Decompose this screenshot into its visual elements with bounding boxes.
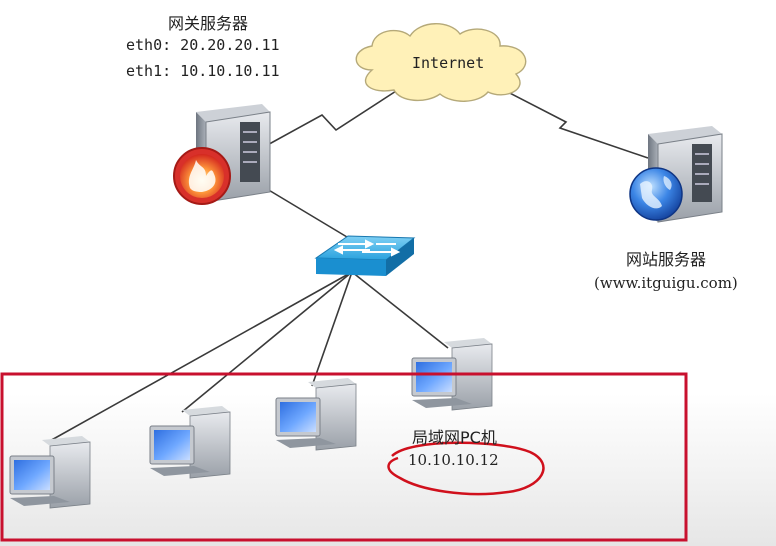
lan-pc-ip: 10.10.10.12 [408, 451, 499, 469]
cloud-label: Internet [412, 54, 485, 72]
ip-highlight-circle [387, 441, 545, 496]
web-server [629, 126, 723, 223]
lan-highlight-box [0, 372, 688, 542]
wan-link-webserver [499, 87, 649, 159]
web-server-title: 网站服务器 [626, 250, 707, 269]
desktop-pc-icon [411, 338, 493, 411]
gateway-eth1: eth1: 10.10.10.11 [126, 62, 280, 80]
desktop-pc-icon [9, 436, 91, 509]
wan-link-gateway [261, 81, 411, 149]
gateway-title: 网关服务器 [168, 14, 249, 33]
firewall-icon [173, 147, 231, 205]
desktop-pc-icon [275, 378, 357, 451]
link-gateway-switch [261, 185, 353, 241]
cloud-icon [355, 23, 527, 102]
lan-pc-label: 局域网PC机 [412, 428, 497, 447]
desktop-pc-icon [149, 406, 231, 479]
link-switch-pc2 [181, 271, 353, 413]
gateway-server [173, 104, 271, 205]
gateway-eth0: eth0: 20.20.20.11 [126, 36, 280, 54]
lan-pcs [9, 338, 493, 509]
connection-lines [47, 81, 649, 443]
link-switch-pc3 [311, 271, 353, 387]
globe-icon [629, 167, 683, 221]
link-switch-pc4 [351, 271, 449, 349]
link-switch-pc1 [47, 271, 353, 443]
network-switch-icon [314, 235, 416, 276]
web-server-domain: (www.itguigu.com) [594, 274, 738, 292]
